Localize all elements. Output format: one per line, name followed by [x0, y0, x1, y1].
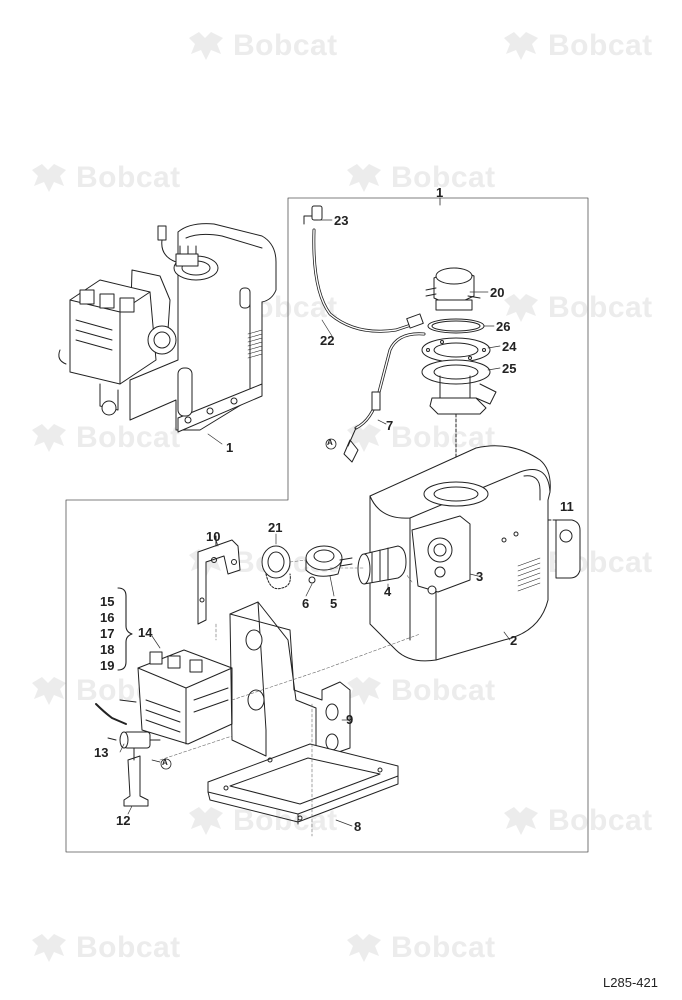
callout-16: 16 — [100, 610, 115, 625]
fuel-line-assembly — [303, 205, 426, 463]
leader-lines — [119, 219, 511, 827]
callout-18: 18 — [100, 642, 115, 657]
callout-9: 9 — [346, 712, 354, 727]
callout-12: 12 — [116, 813, 131, 828]
heater-14 — [119, 649, 233, 745]
assembly-lines — [159, 559, 421, 837]
marker-a-upper — [325, 438, 337, 450]
callout-7: 7 — [386, 418, 394, 433]
callout-22: 22 — [320, 333, 335, 348]
exploded-view-frame — [65, 197, 589, 853]
callout-25: 25 — [502, 361, 517, 376]
callout-20: 20 — [490, 285, 505, 300]
callout-17: 17 — [100, 626, 115, 641]
callout-2: 2 — [510, 633, 518, 648]
filler-cap-body-5 — [305, 545, 353, 584]
mount-bracket-10 — [197, 535, 241, 625]
assembled-heater-unit — [58, 279, 177, 416]
callout-3: 3 — [476, 569, 484, 584]
marker-a-lower — [160, 758, 172, 770]
callout-13: 13 — [94, 745, 109, 760]
fuel-tank-exploded — [369, 445, 551, 662]
callout-19: 19 — [100, 658, 115, 673]
callout-5: 5 — [330, 596, 338, 611]
base-frame-8 — [207, 743, 399, 825]
group-brace — [117, 587, 133, 671]
mounting-plate-9 — [229, 601, 351, 761]
callout-21: 21 — [268, 520, 283, 535]
callout-4: 4 — [384, 584, 392, 599]
filler-cap-21 — [261, 545, 291, 590]
fuel-sender-exploded — [421, 267, 497, 501]
marker-a-lower-leader — [151, 759, 161, 763]
pump-bracket-12 — [123, 747, 149, 807]
callout-8: 8 — [354, 819, 362, 834]
side-bracket-11 — [547, 519, 581, 579]
fuel-pump-13 — [95, 703, 161, 749]
filler-neck-4 — [357, 545, 407, 585]
callout-23: 23 — [334, 213, 349, 228]
callout-24: 24 — [502, 339, 517, 354]
marker-a-lower-label: A — [162, 758, 168, 767]
marker-a-upper-label: A — [327, 438, 333, 447]
callout-10: 10 — [206, 529, 221, 544]
callout-26: 26 — [496, 319, 511, 334]
drawing-code: L285-421 — [603, 975, 658, 990]
callout-1-left: 1 — [226, 440, 234, 455]
callout-1-top: 1 — [436, 185, 444, 200]
callout-11: 11 — [560, 499, 574, 514]
callout-14: 14 — [138, 625, 153, 640]
callout-6: 6 — [302, 596, 310, 611]
callout-15: 15 — [100, 594, 115, 609]
